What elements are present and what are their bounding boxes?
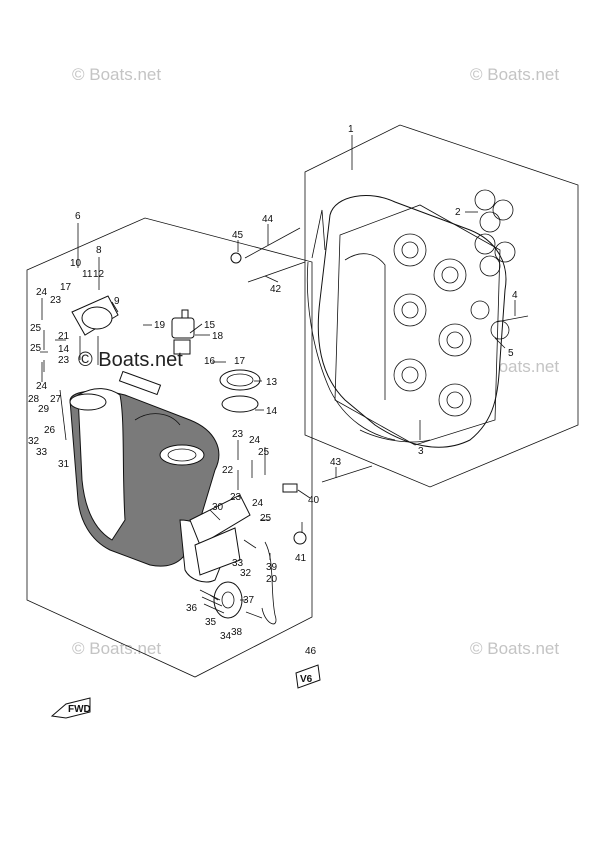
callout-23d: 23: [230, 492, 242, 503]
callout-27: 27: [50, 394, 62, 405]
v6-badge: V6: [295, 664, 321, 689]
rod-25: [40, 330, 48, 353]
watermark-bottom-right: © Boats.net: [470, 639, 559, 658]
callout-25d: 25: [260, 513, 272, 524]
callout-39: 39: [266, 562, 278, 573]
bolt-4: [495, 315, 529, 323]
washer-41: [293, 531, 307, 545]
bolt-43: [321, 465, 373, 483]
watermark-top-left: © Boats.net: [72, 65, 161, 84]
callout-21: 21: [58, 331, 70, 342]
callout-30: 30: [212, 502, 224, 513]
callout-19: 19: [154, 320, 166, 331]
callout-32b: 32: [240, 568, 252, 579]
callout-17a: 17: [60, 282, 72, 293]
intake-manifold: [317, 195, 507, 448]
callout-25a: 25: [30, 323, 42, 334]
callout-41: 41: [295, 553, 307, 564]
hose-clamp-group: [219, 369, 261, 413]
callout-1: 1: [348, 124, 354, 135]
callout-34: 34: [220, 631, 232, 642]
watermark-top-right: © Boats.net: [470, 65, 559, 84]
bolt-44: [244, 227, 301, 259]
callout-5: 5: [508, 348, 514, 359]
intake-silencer: [69, 388, 226, 583]
callout-29: 29: [38, 404, 50, 415]
gasket-seal-edge: [311, 209, 326, 259]
callout-4: 4: [512, 290, 518, 301]
v6-badge-text: V6: [300, 674, 313, 685]
callout-8: 8: [96, 245, 102, 256]
callout-35: 35: [205, 617, 217, 628]
callout-25b: 25: [30, 343, 42, 354]
callout-24b: 24: [36, 381, 48, 392]
callout-13: 13: [266, 377, 278, 388]
callout-6: 6: [75, 211, 81, 222]
callout-24a: 24: [36, 287, 48, 298]
callout-26: 26: [44, 425, 56, 436]
callout-44: 44: [262, 214, 274, 225]
fwd-arrow-text: FWD: [68, 704, 91, 715]
leader-lines: [41, 135, 516, 601]
callout-15: 15: [204, 320, 216, 331]
callout-14a: 14: [58, 344, 70, 355]
nut-45: [230, 252, 242, 264]
clamp-40: [282, 483, 298, 493]
manifold-assembly-frame: [304, 124, 579, 488]
watermark-center: © Boats.net: [78, 349, 183, 371]
rod-26: [59, 389, 67, 441]
callout-36: 36: [186, 603, 198, 614]
callout-40: 40: [308, 495, 320, 506]
callout-17b: 17: [234, 356, 246, 367]
callout-2: 2: [455, 207, 461, 218]
callout-42: 42: [270, 284, 282, 295]
callout-16: 16: [204, 356, 216, 367]
throttle-sensor-group: [71, 295, 162, 396]
bolt-42: [247, 261, 306, 283]
silencer-assembly-frame: [26, 217, 313, 678]
callout-32a: 32: [28, 436, 40, 447]
idle-valve-group: [171, 309, 195, 355]
watermark-bottom-left: © Boats.net: [72, 639, 161, 658]
callout-11: 11: [82, 269, 93, 280]
fwd-arrow: FWD: [50, 697, 91, 719]
callout-3: 3: [418, 446, 424, 457]
callout-33b: 33: [232, 558, 244, 569]
callout-33a: 33: [36, 447, 48, 458]
callout-9: 9: [114, 296, 120, 307]
callout-24c: 24: [249, 435, 261, 446]
callout-23b: 23: [58, 355, 70, 366]
callout-14b: 14: [266, 406, 278, 417]
callout-31: 31: [58, 459, 70, 470]
callout-23c: 23: [232, 429, 244, 440]
callout-22: 22: [222, 465, 234, 476]
callout-labels: 1 2 3 4 5 6 8 9 10 11 12 13 14 14 15 16 …: [28, 124, 518, 657]
o-ring-gasket: [470, 189, 516, 340]
callout-37: 37: [243, 595, 255, 606]
callout-38: 38: [231, 627, 243, 638]
callout-12: 12: [93, 269, 105, 280]
callout-20: 20: [266, 574, 278, 585]
callout-24d: 24: [252, 498, 264, 509]
callout-25c: 25: [258, 447, 270, 458]
callout-18: 18: [212, 331, 224, 342]
callout-10: 10: [70, 258, 82, 269]
gasket-seal: [306, 261, 396, 441]
callout-43: 43: [330, 457, 342, 468]
callout-46: 46: [305, 646, 317, 657]
callout-45: 45: [232, 230, 244, 241]
callout-28: 28: [28, 394, 40, 405]
callout-23a: 23: [50, 295, 62, 306]
